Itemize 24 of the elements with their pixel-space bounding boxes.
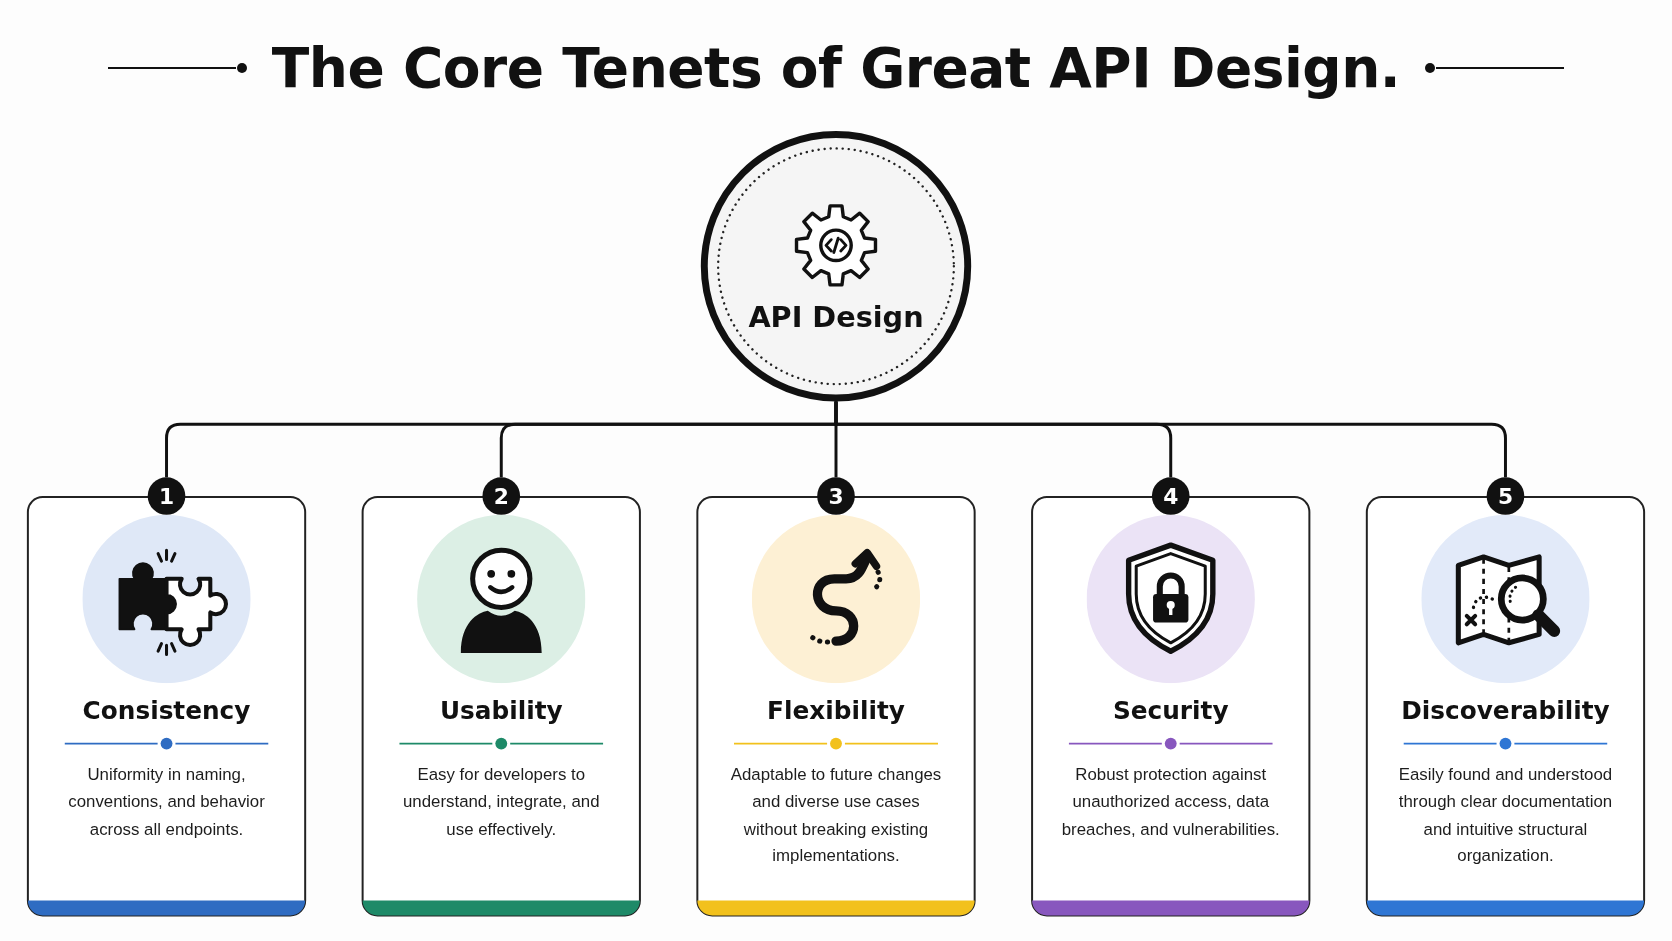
card-title: Flexibility: [766, 695, 906, 727]
hub-label: API Design: [747, 298, 925, 335]
number-badge: 2: [482, 477, 521, 515]
tenet-card: [26, 477, 307, 917]
tenet-card: [696, 477, 976, 917]
tenet-card: [1031, 477, 1311, 917]
number-badge: 3: [817, 477, 855, 515]
tenet-card: [361, 477, 641, 917]
card-description: Adaptable to future changes and diverse use cases without breaking existing implementations.: [729, 763, 943, 868]
number-badge: 4: [1151, 477, 1190, 515]
connector-line: [834, 401, 1507, 478]
hub-circle: [700, 131, 972, 402]
card-description: Uniformity in naming, conventions, and behavior across all endpoints.: [67, 763, 266, 841]
card-title: Discoverability: [1400, 695, 1611, 727]
card-title: Consistency: [81, 695, 252, 727]
number-badge: 1: [147, 477, 186, 515]
title: The Core Tenets of Great API Design.: [271, 36, 1401, 100]
tenet-card: [1365, 477, 1646, 917]
card-title: Usability: [438, 695, 564, 727]
card-description: Robust protection against unauthorized access, data breaches, and vulnerabilities.: [1060, 763, 1281, 841]
card-description: Easy for developers to understand, integrate, and use effectively.: [401, 763, 601, 841]
card-title: Security: [1111, 695, 1230, 727]
number-badge: 5: [1486, 477, 1525, 515]
card-description: Easily found and understood through clear documentation and intuitive structural organization.: [1397, 763, 1614, 868]
